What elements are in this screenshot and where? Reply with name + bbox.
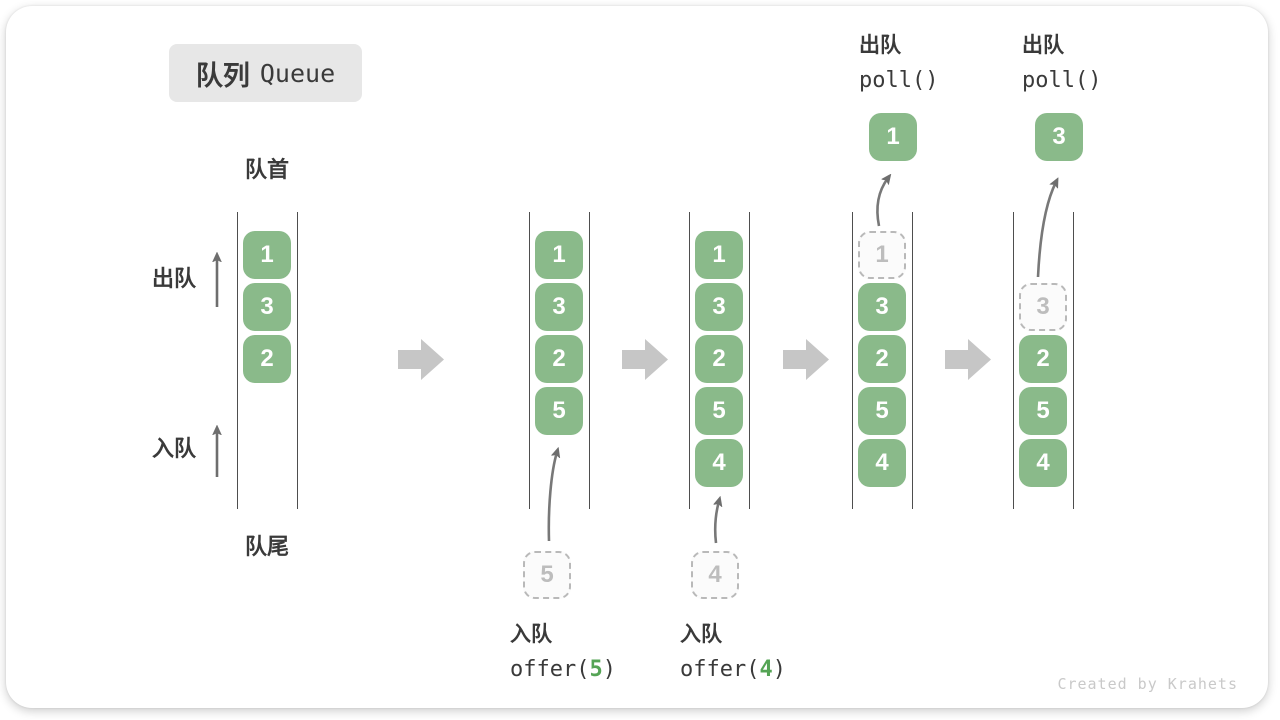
enqueue-op-2: 入队 offer(4) [680,618,786,682]
title-en: Queue [259,58,336,88]
enqueue-op-1: 入队 offer(5) [510,618,616,682]
figure-card [6,6,1268,708]
queue-cell-removed: 3 [1019,283,1067,331]
label-enqueue-side: 入队 [152,436,197,461]
queue-cell: 5 [535,387,583,435]
label-queue-rear: 队尾 [245,534,290,559]
queue-cell: 5 [1019,387,1067,435]
code-close: ) [772,657,786,682]
queue-cell: 1 [535,231,583,279]
queue-cell: 1 [695,231,743,279]
queue-cell: 2 [858,335,906,383]
queue-cell: 5 [695,387,743,435]
queue-state-3: 1 3 2 5 4 [689,212,750,509]
dequeue-op-code: poll() [859,68,939,93]
enqueue-op-label: 入队 [680,623,722,646]
enqueue-op-code: offer(4) [680,657,786,682]
queue-cell: 4 [858,439,906,487]
label-dequeue-side: 出队 [152,266,197,291]
queue-state-2: 1 3 2 5 [529,212,590,509]
queue-cell-removed: 1 [858,231,906,279]
queue-cell: 1 [243,231,291,279]
queue-cell: 4 [1019,439,1067,487]
outgoing-element: 1 [869,113,917,161]
queue-cell: 3 [858,283,906,331]
dequeue-op-code: poll() [1022,68,1102,93]
title-badge: 队列 Queue [169,44,362,102]
enqueue-op-code: offer(5) [510,657,616,682]
code-fn: offer( [510,657,590,682]
outgoing-element: 3 [1035,113,1083,161]
queue-state-5: 3 2 5 4 [1013,212,1074,509]
queue-cell: 3 [695,283,743,331]
queue-cell: 5 [858,387,906,435]
queue-cell: 2 [535,335,583,383]
queue-cell: 2 [695,335,743,383]
incoming-element: 5 [523,551,571,599]
watermark: Created by Krahets [1057,675,1238,693]
code-close: ) [602,657,616,682]
title-zh: 队列 [195,60,250,91]
queue-cell: 2 [1019,335,1067,383]
incoming-element: 4 [691,551,739,599]
queue-cell: 3 [243,283,291,331]
code-arg: 5 [589,657,603,682]
dequeue-op-label: 出队 [859,34,901,57]
dequeue-op-2: 出队 poll() [1022,29,1101,93]
dequeue-op-1: 出队 poll() [859,29,938,93]
code-fn: offer( [680,657,760,682]
queue-cell: 4 [695,439,743,487]
queue-state-1: 1 3 2 [237,212,298,509]
enqueue-op-label: 入队 [510,623,552,646]
label-queue-front: 队首 [245,157,290,182]
queue-state-4: 1 3 2 5 4 [852,212,913,509]
code-arg: 4 [759,657,773,682]
dequeue-op-label: 出队 [1022,34,1064,57]
queue-cell: 3 [535,283,583,331]
queue-cell: 2 [243,335,291,383]
